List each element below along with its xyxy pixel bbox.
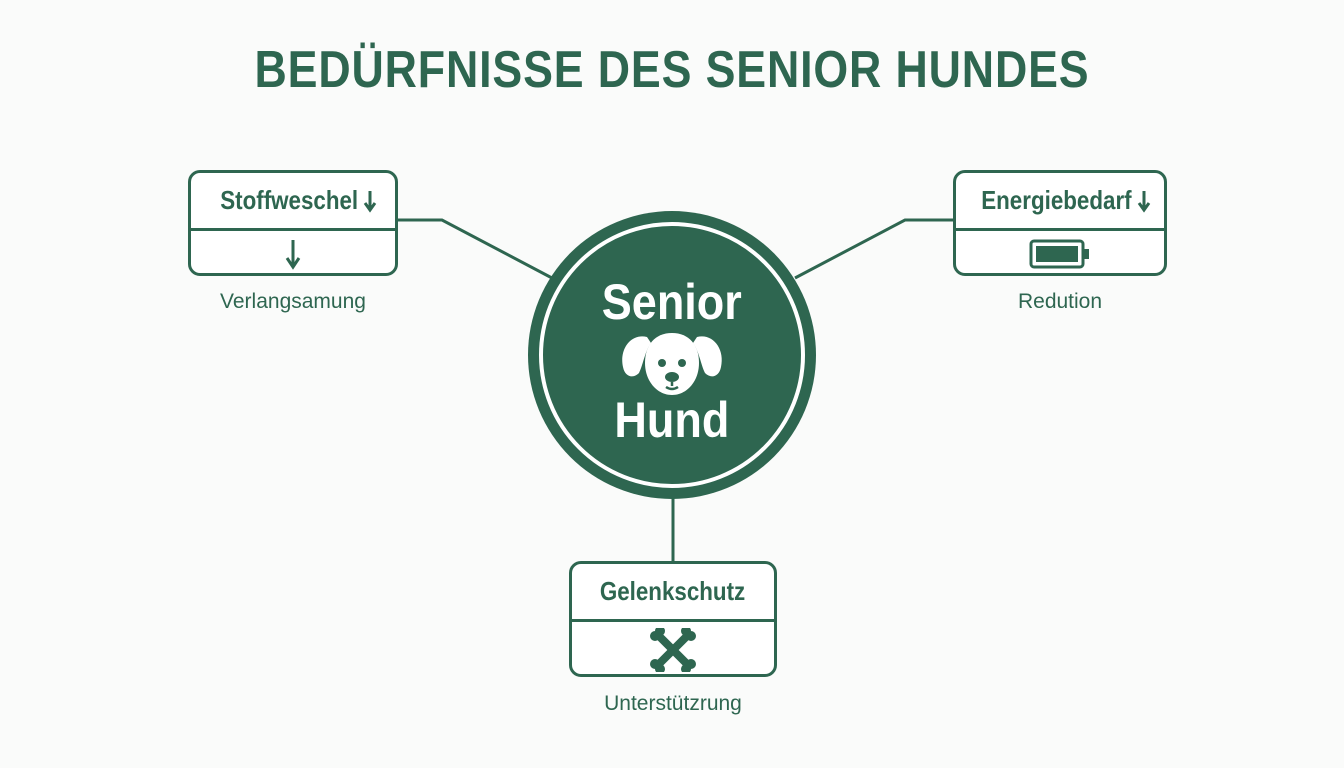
- crossed-bones-icon: [650, 627, 696, 672]
- battery-low-icon: [1029, 239, 1089, 268]
- arrow-down-icon: [1138, 190, 1151, 213]
- node-gelenk-heading: Gelenkschutz: [600, 576, 746, 606]
- connector-stoffwechsel: [396, 218, 553, 280]
- dog-face-icon: [622, 333, 722, 395]
- node-gelenk-caption: Unterstützrung: [604, 692, 742, 715]
- arrow-down-icon: [285, 239, 301, 270]
- node-stoffwechsel-heading: Stoffweschel: [220, 185, 358, 215]
- node-energie-heading: Energiebedarf: [980, 185, 1132, 215]
- arrow-down-icon: [363, 190, 377, 213]
- node-energie: Energiebedarf: [953, 170, 1167, 276]
- diagram-title: BEDÜRFNISSE DES SENIOR HUNDES: [254, 41, 1090, 99]
- center-label-senior: Senior: [601, 274, 743, 330]
- connector-energie: [794, 218, 955, 280]
- node-stoffwechsel: Stoffweschel: [188, 170, 398, 276]
- node-gelenk: Gelenkschutz: [569, 561, 777, 677]
- center-label-hund: Hund: [614, 392, 730, 448]
- node-stoffwechsel-caption: Verlangsamung: [220, 290, 366, 313]
- node-energie-caption: Redution: [1017, 290, 1103, 313]
- center-node: Senior Hund: [528, 211, 816, 499]
- center-node-ring: [539, 222, 805, 488]
